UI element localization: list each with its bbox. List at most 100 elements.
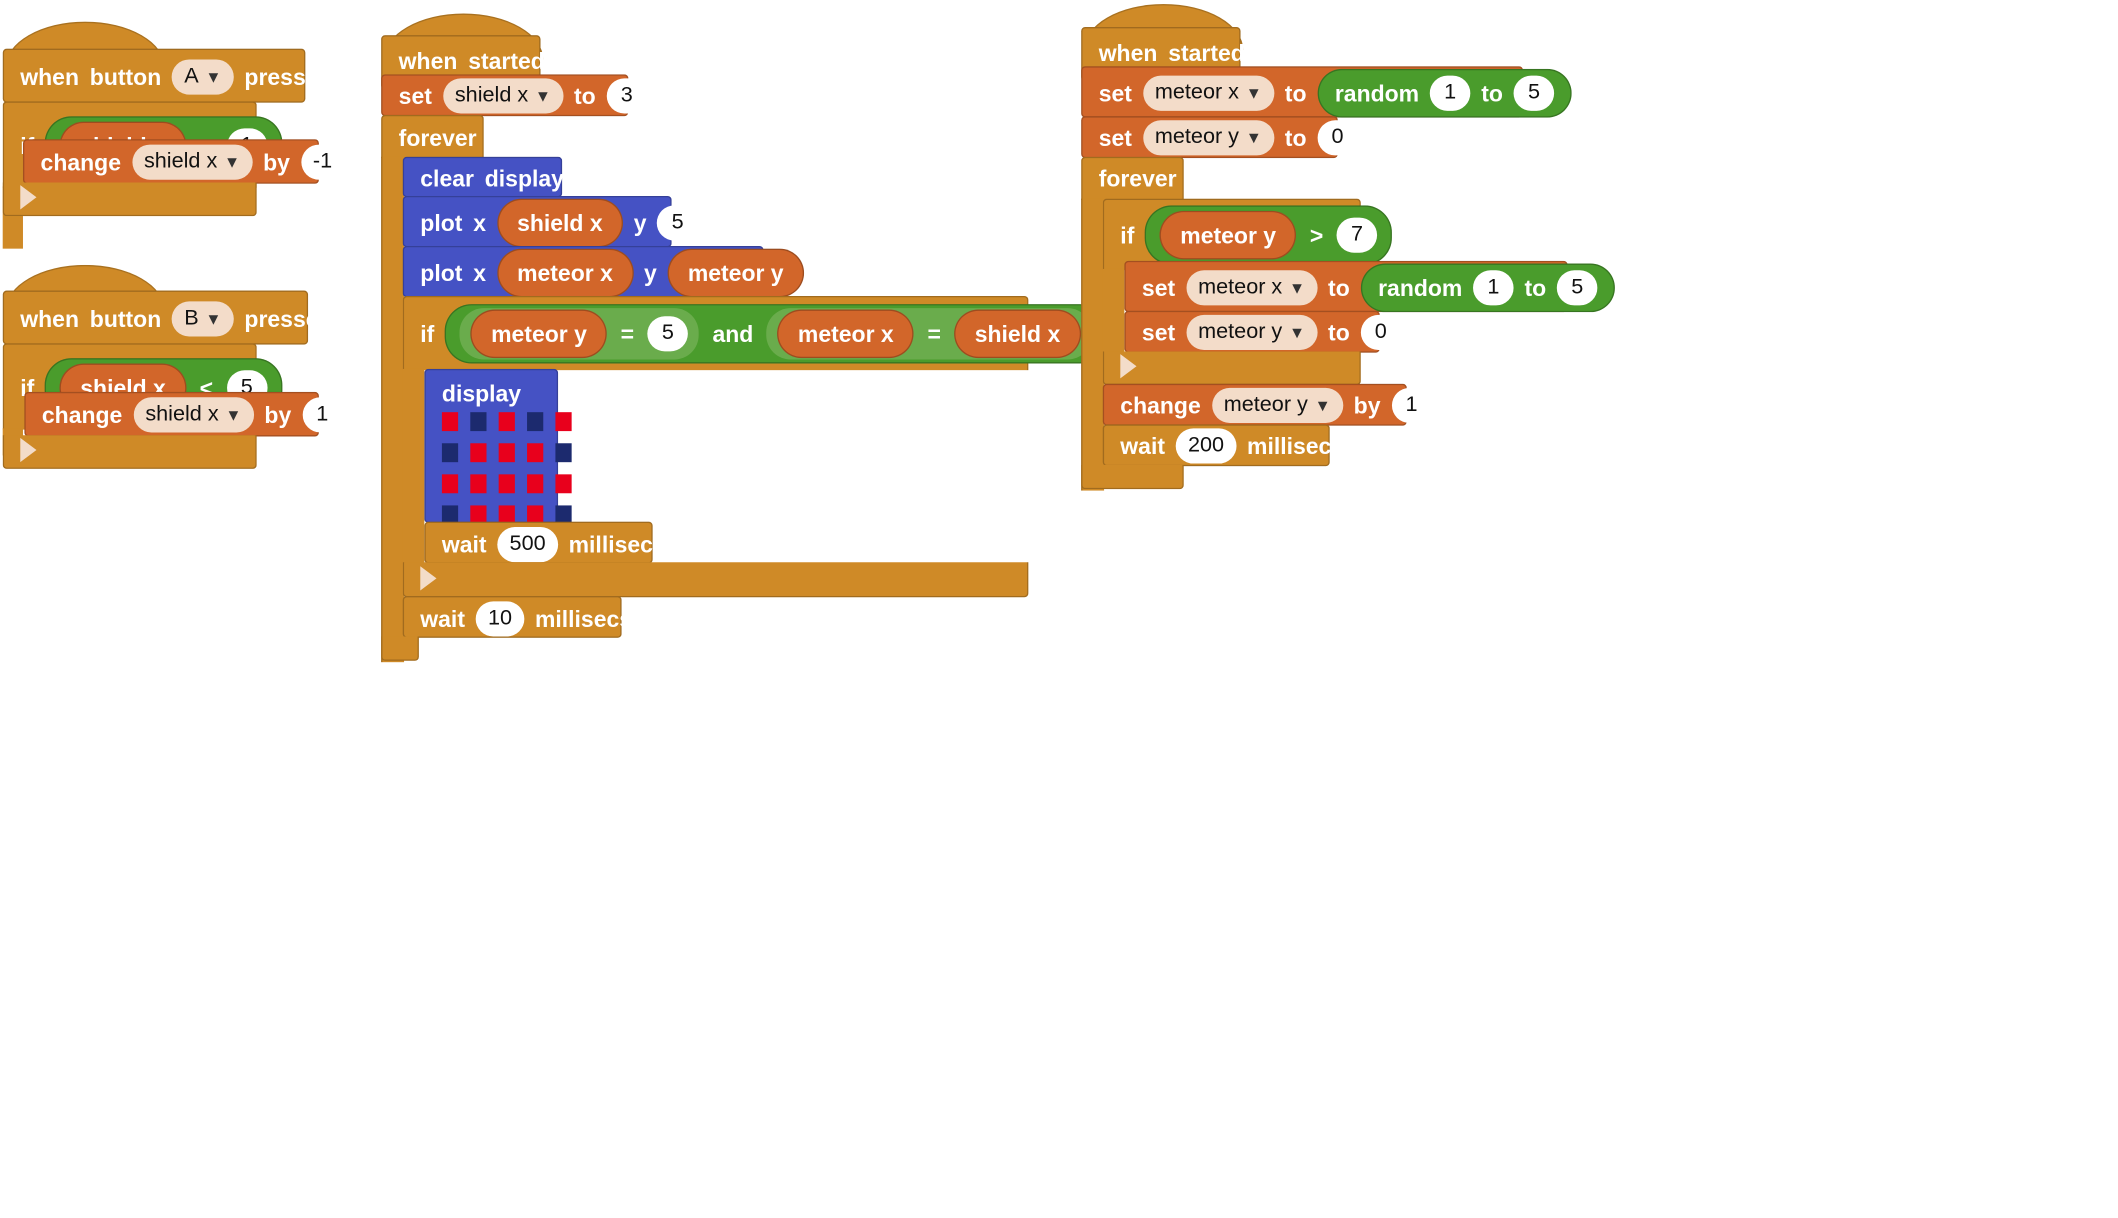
number-input[interactable]: 0 (1317, 120, 1358, 156)
number-input[interactable]: 1 (1429, 75, 1471, 111)
led-cell-3-4[interactable] (555, 505, 572, 525)
number-input[interactable]: 500 (497, 527, 558, 563)
display-label: display (441, 381, 522, 407)
number-input[interactable]: 10 (475, 601, 525, 637)
number-input[interactable]: 200 (1175, 428, 1237, 464)
set-meteor-y-block[interactable]: set meteor y▼ to 0 (1081, 116, 1358, 159)
variable-dropdown[interactable]: meteor y▼ (1211, 387, 1343, 423)
if-collision-block[interactable]: if meteor y = 5 and meteor x = shield x (402, 295, 1107, 371)
forever-block[interactable]: forever (381, 114, 484, 159)
set-meteor-x-random-block-2[interactable]: set meteor x▼ to random 1 to 5 (1124, 260, 1616, 313)
if-meteor-offscreen-block[interactable]: if meteor y > 7 (1102, 198, 1393, 271)
variable-dropdown[interactable]: meteor x▼ (1185, 270, 1318, 306)
led-cell-2-0[interactable] (441, 474, 459, 494)
number-input[interactable]: 5 (657, 205, 698, 241)
button-dropdown[interactable]: B▼ (172, 301, 234, 337)
equals-condition-2[interactable]: meteor x = shield x (766, 308, 1092, 360)
wait-200-block[interactable]: wait 200 millisecs (1102, 424, 1344, 467)
x-label: x (473, 210, 486, 236)
equals-operator: = (927, 320, 941, 347)
when-button-a-pressed-block[interactable]: when button A▼ pressed (2, 48, 333, 103)
dropdown-arrow-icon: ▼ (1245, 83, 1262, 103)
number-input[interactable]: 1 (1391, 387, 1432, 423)
led-cell-0-1[interactable] (470, 412, 487, 432)
variable-dropdown[interactable]: shield x▼ (131, 144, 253, 180)
meteor-y-reporter[interactable]: meteor y (1160, 210, 1297, 260)
led-cell-1-1[interactable] (470, 443, 487, 463)
when-button-b-pressed-block[interactable]: when button B▼ pressed (2, 290, 333, 345)
random-reporter[interactable]: random 1 to 5 (1317, 68, 1572, 118)
random-label: random (1334, 80, 1420, 107)
compare-condition[interactable]: meteor y > 7 (1145, 205, 1393, 265)
variable-dropdown[interactable]: meteor y▼ (1142, 120, 1274, 156)
wait-10-block[interactable]: wait 10 millisecs (402, 595, 632, 638)
number-input[interactable]: 3 (606, 78, 648, 114)
number-input[interactable]: 0 (1360, 314, 1402, 351)
led-cell-2-2[interactable] (498, 474, 515, 494)
and-condition[interactable]: meteor y = 5 and meteor x = shield x (445, 304, 1107, 364)
display-image-block[interactable]: display (424, 368, 572, 556)
change-shield-x-block[interactable]: change shield x▼ by 1 (24, 391, 343, 437)
number-input[interactable]: 5 (1513, 75, 1555, 111)
set-shield-x-block[interactable]: set shield x▼ to 3 (381, 74, 648, 117)
led-cell-3-1[interactable] (470, 505, 487, 525)
led-cell-2-4[interactable] (555, 474, 572, 494)
variable-dropdown[interactable]: meteor x▼ (1142, 75, 1274, 111)
to-label: to (1524, 275, 1547, 301)
to-label: to (1284, 80, 1307, 107)
led-cell-3-2[interactable] (498, 505, 515, 525)
clear-display-block[interactable]: clear display (402, 156, 564, 198)
set-meteor-x-random-block[interactable]: set meteor x▼ to random 1 to 5 (1081, 66, 1572, 118)
button-dropdown[interactable]: A▼ (172, 59, 234, 95)
led-cell-1-2[interactable] (498, 443, 515, 463)
number-input[interactable]: 1 (1473, 270, 1514, 306)
meteor-y-reporter[interactable]: meteor y (667, 248, 804, 298)
display-label: display (484, 166, 564, 192)
change-meteor-y-block[interactable]: change meteor y▼ by 1 (1102, 383, 1432, 426)
number-input[interactable]: 5 (1557, 270, 1598, 306)
pressed-label: pressed (244, 64, 333, 90)
number-input[interactable]: 7 (1336, 217, 1378, 253)
play-arrow-icon (420, 566, 437, 591)
variable-dropdown[interactable]: shield x▼ (133, 397, 254, 433)
wait-label: wait (441, 531, 487, 558)
number-input[interactable]: 1 (302, 397, 343, 433)
led-cell-3-0[interactable] (441, 505, 459, 525)
variable-dropdown[interactable]: shield x▼ (442, 78, 564, 114)
change-shield-x-block-main[interactable]: change shield x▼ by -1 (22, 139, 345, 184)
shield-x-reporter[interactable]: shield x (496, 198, 623, 248)
pressed-label: pressed (244, 306, 333, 332)
wait-500-block[interactable]: wait 500 millisecs (424, 521, 666, 564)
meteor-x-reporter[interactable]: meteor x (496, 248, 634, 298)
led-cell-2-3[interactable] (527, 474, 544, 494)
led-cell-1-0[interactable] (441, 443, 459, 463)
plot-meteor-block[interactable]: plot x meteor x y meteor y (402, 245, 804, 298)
led-cell-0-3[interactable] (527, 412, 544, 432)
led-cell-3-3[interactable] (527, 505, 544, 525)
led-cell-0-0[interactable] (441, 412, 459, 432)
forever-label: forever (398, 125, 477, 152)
random-reporter[interactable]: random 1 to 5 (1360, 263, 1616, 313)
plot-shield-block[interactable]: plot x shield x y 5 (402, 195, 698, 248)
equals-condition-1[interactable]: meteor y = 5 (460, 308, 699, 360)
led-cell-0-4[interactable] (555, 412, 572, 432)
dropdown-arrow-icon: ▼ (205, 67, 222, 87)
led-cell-2-1[interactable] (470, 474, 487, 494)
number-input[interactable]: -1 (300, 144, 345, 180)
led-cell-0-2[interactable] (498, 412, 515, 432)
led-cell-1-4[interactable] (555, 443, 572, 463)
set-meteor-y-block-2[interactable]: set meteor y▼ to 0 (1124, 310, 1402, 353)
forever-block[interactable]: forever (1081, 156, 1184, 201)
number-input[interactable]: 5 (647, 316, 689, 352)
clear-label: clear (420, 166, 474, 192)
millisecs-label: millisecs (1247, 433, 1345, 459)
started-label: started (468, 48, 545, 75)
shield-x-reporter[interactable]: shield x (954, 309, 1081, 359)
meteor-y-reporter[interactable]: meteor y (470, 309, 608, 359)
by-label: by (264, 402, 292, 428)
led-cell-1-3[interactable] (527, 443, 544, 463)
equals-operator: = (620, 320, 635, 347)
variable-dropdown[interactable]: meteor y▼ (1185, 314, 1318, 351)
wait-label: wait (1120, 433, 1165, 459)
meteor-x-reporter[interactable]: meteor x (777, 309, 914, 359)
